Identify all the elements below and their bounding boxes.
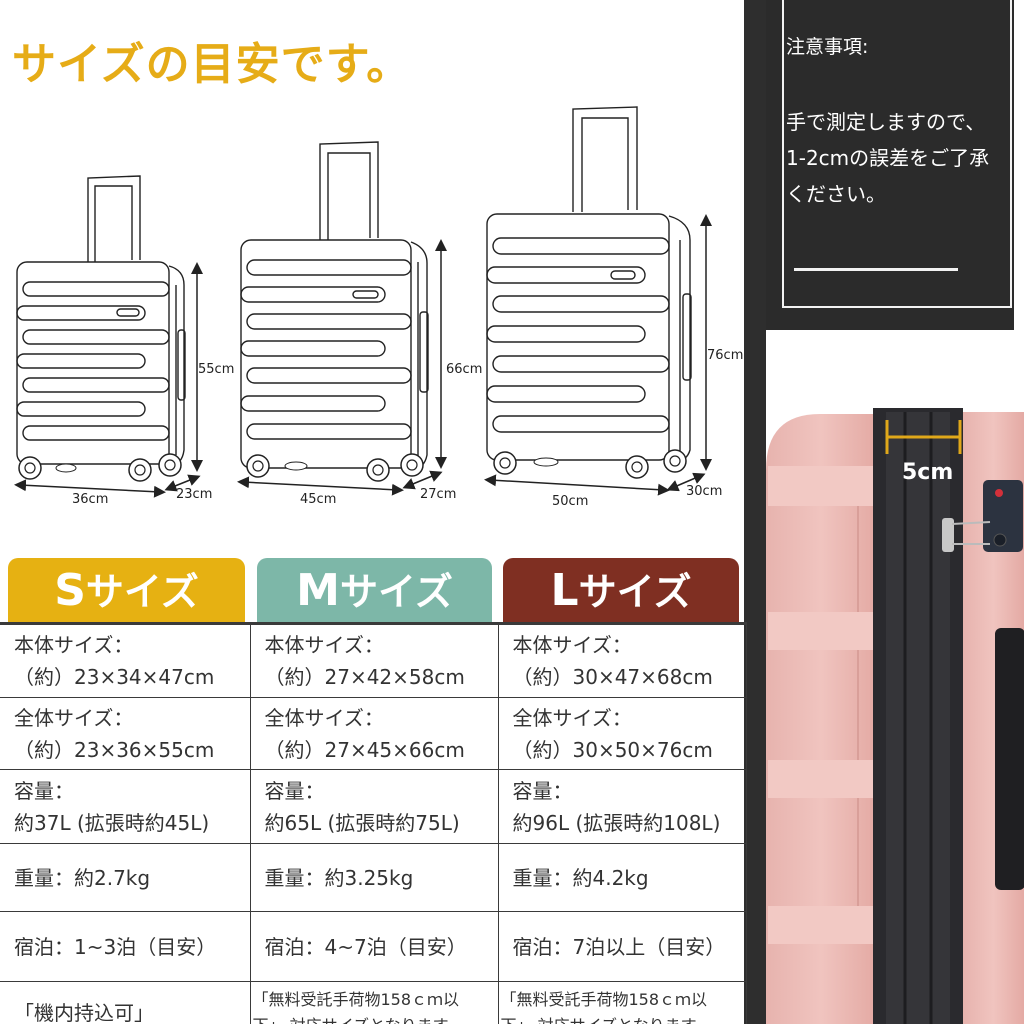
tab-size-l: Lサイズ xyxy=(503,558,739,624)
medium-depth-label: 27cm xyxy=(420,487,457,502)
table-row-note: 「機内持込可」 「無料受託手荷物158ｃｍ以下」 対応サイズとなります 「無料受… xyxy=(0,981,747,1024)
cell-l-capacity: 容量：約96L (拡張時約108L) xyxy=(497,769,747,844)
cell-m-nights: 宿泊：4~7泊（目安） xyxy=(249,911,499,982)
small-suitcase-drawing xyxy=(16,175,186,465)
notice-divider xyxy=(794,268,958,271)
table-row-total-size: 全体サイズ：（約）23×36×55cm 全体サイズ：（約）27×45×66cm … xyxy=(0,697,747,770)
cell-s-note: 「機内持込可」 xyxy=(0,981,251,1024)
large-width-label: 50cm xyxy=(552,494,589,509)
large-suitcase-drawing xyxy=(486,106,692,462)
cell-l-body-size: 本体サイズ：（約）30×47×68cm xyxy=(497,622,747,698)
cell-l-weight: 重量：約4.2kg xyxy=(497,843,747,912)
cell-s-capacity: 容量：約37L (拡張時約45L) xyxy=(0,769,251,844)
notice-title: 注意事項: xyxy=(786,36,869,58)
cell-m-capacity: 容量：約65L (拡張時約75L) xyxy=(249,769,499,844)
cell-m-weight: 重量：約3.25kg xyxy=(249,843,499,912)
notice-frame xyxy=(782,0,1012,308)
large-height-label: 76cm xyxy=(707,348,744,363)
cell-s-nights: 宿泊：1~3泊（目安） xyxy=(0,911,251,982)
medium-height-label: 66cm xyxy=(446,362,483,377)
table-row-body-size: 本体サイズ：（約）23×34×47cm 本体サイズ：（約）27×42×58cm … xyxy=(0,622,747,698)
small-depth-label: 23cm xyxy=(176,487,213,502)
table-row-capacity: 容量：約37L (拡張時約45L) 容量：約65L (拡張時約75L) 容量：約… xyxy=(0,769,747,844)
suitcase-size-illustration xyxy=(14,106,712,498)
small-width-label: 36cm xyxy=(72,492,109,507)
cell-s-body-size: 本体サイズ：（約）23×34×47cm xyxy=(0,622,251,698)
cell-l-nights: 宿泊：7泊以上（目安） xyxy=(497,911,747,982)
column-divider xyxy=(744,0,766,1024)
large-depth-label: 30cm xyxy=(686,484,723,499)
tab-size-m: Mサイズ xyxy=(257,558,492,624)
notice-body: 手で測定しますので、1-2cmの誤差をご了承ください。 xyxy=(786,110,990,206)
cell-l-note: 「無料受託手荷物158ｃｍ以下」 対応サイズとなります xyxy=(497,981,747,1024)
expansion-zipper-photo xyxy=(766,408,1024,1024)
table-row-weight: 重量：約2.7kg 重量：約3.25kg 重量：約4.2kg xyxy=(0,843,747,912)
cell-m-body-size: 本体サイズ：（約）27×42×58cm xyxy=(249,622,499,698)
tab-size-s: Sサイズ xyxy=(8,558,245,624)
medium-suitcase-drawing xyxy=(240,141,429,469)
cell-m-total-size: 全体サイズ：（約）27×45×66cm xyxy=(249,697,499,770)
small-height-label: 55cm xyxy=(198,362,235,377)
suitcase-expansion-photo: 5cm xyxy=(766,340,1024,1024)
medium-width-label: 45cm xyxy=(300,492,337,507)
spec-table: 本体サイズ：（約）23×34×47cm 本体サイズ：（約）27×42×58cm … xyxy=(0,622,747,1024)
cell-m-note: 「無料受託手荷物158ｃｍ以下」 対応サイズとなります xyxy=(249,981,499,1024)
page-title: サイズの目安です。 xyxy=(12,39,412,90)
cell-s-weight: 重量：約2.7kg xyxy=(0,843,251,912)
cell-l-total-size: 全体サイズ：（約）30×50×76cm xyxy=(497,697,747,770)
table-row-nights: 宿泊：1~3泊（目安） 宿泊：4~7泊（目安） 宿泊：7泊以上（目安） xyxy=(0,911,747,982)
expansion-width-label: 5cm xyxy=(902,460,954,485)
notice-panel: 注意事項: 手で測定しますので、1-2cmの誤差をご了承ください。 xyxy=(766,0,1014,330)
cell-s-total-size: 全体サイズ：（約）23×36×55cm xyxy=(0,697,251,770)
